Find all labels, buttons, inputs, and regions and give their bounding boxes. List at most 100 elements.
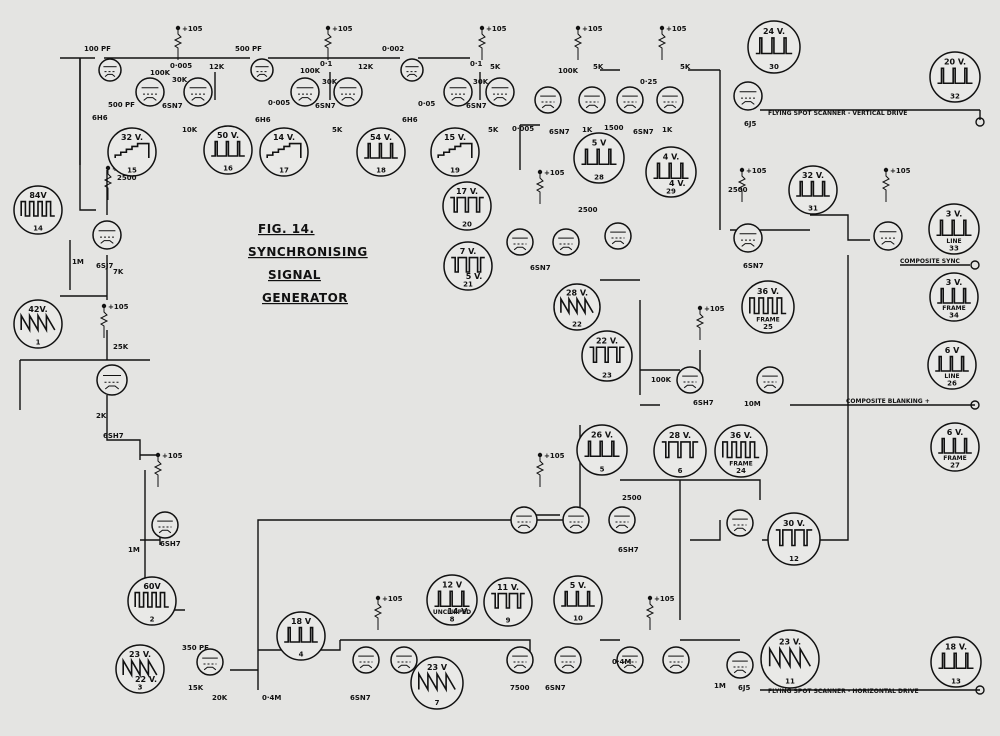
supply-label: +105 bbox=[108, 303, 129, 311]
supply-label: +105 bbox=[544, 452, 565, 460]
scope-voltage: 11 V. bbox=[497, 583, 519, 592]
svg-text:2K: 2K bbox=[96, 412, 107, 420]
scope-number: 8 bbox=[450, 615, 455, 623]
supply-label: +105 bbox=[382, 595, 403, 603]
waveform-trace bbox=[935, 355, 969, 372]
supply-label: +105 bbox=[486, 25, 507, 33]
svg-text:1K: 1K bbox=[582, 126, 593, 134]
svg-text:FLYING SPOT SCANNER - VERTICAL: FLYING SPOT SCANNER - VERTICAL DRIVE bbox=[768, 110, 907, 117]
svg-text:6SN7: 6SN7 bbox=[545, 684, 566, 692]
svg-text:6SH7: 6SH7 bbox=[160, 540, 181, 548]
scope-voltage: 5 V. bbox=[570, 581, 587, 590]
svg-text:6SN7: 6SN7 bbox=[466, 102, 487, 110]
vacuum-tube bbox=[656, 86, 684, 114]
waveform-trace bbox=[434, 590, 470, 608]
scope-number: 13 bbox=[951, 677, 961, 685]
scope-voltage: 54 V. bbox=[370, 133, 392, 142]
scope-number: 4 bbox=[299, 650, 304, 658]
scope-number: 5 bbox=[600, 465, 605, 473]
scope-number: 11 bbox=[785, 678, 795, 686]
vacuum-tube bbox=[506, 646, 534, 674]
waveform-trace bbox=[114, 142, 150, 158]
scope-number: 6 bbox=[678, 467, 683, 475]
svg-text:1M: 1M bbox=[128, 546, 140, 554]
svg-text:0·4M: 0·4M bbox=[262, 694, 281, 702]
vacuum-tube bbox=[352, 646, 380, 674]
svg-text:5K: 5K bbox=[593, 63, 604, 71]
waveform-trace bbox=[938, 437, 972, 454]
svg-text:10K: 10K bbox=[182, 126, 198, 134]
supply-resistor: +105 bbox=[657, 25, 687, 60]
scope-voltage: 28 V. bbox=[669, 431, 691, 440]
scope-voltage: 42V. bbox=[28, 305, 47, 314]
svg-text:30K: 30K bbox=[322, 78, 338, 86]
svg-text:5K: 5K bbox=[488, 126, 499, 134]
vacuum-tube bbox=[183, 77, 213, 107]
waveform-trace bbox=[418, 670, 456, 693]
scope-number: 16 bbox=[223, 164, 233, 172]
scope-voltage: 20 V. bbox=[944, 58, 966, 67]
scope-display: 15 V. 19 bbox=[430, 127, 480, 177]
vacuum-tube bbox=[608, 506, 636, 534]
supply-label: +105 bbox=[182, 25, 203, 33]
svg-text:12K: 12K bbox=[209, 63, 225, 71]
vacuum-tube bbox=[135, 77, 165, 107]
waveform-trace bbox=[936, 219, 972, 237]
scope-display: 23 V. 11 bbox=[760, 629, 820, 689]
svg-text:6H6: 6H6 bbox=[255, 116, 271, 124]
waveform-trace bbox=[122, 657, 158, 678]
scope-sublabel: UNCLIPPED bbox=[433, 609, 471, 616]
waveform-trace bbox=[937, 287, 971, 304]
waveform-trace bbox=[364, 142, 398, 159]
scope-display: 18 V4 bbox=[276, 611, 326, 661]
scope-display: 42V.1 bbox=[13, 299, 63, 349]
vacuum-tube bbox=[96, 364, 128, 396]
waveform-trace bbox=[938, 652, 974, 670]
scope-voltage: 23 V bbox=[427, 663, 448, 672]
scope-number: 7 bbox=[435, 699, 440, 707]
scope-number: 12 bbox=[789, 555, 799, 563]
svg-text:2500: 2500 bbox=[117, 174, 137, 182]
scope-voltage: 15 V. bbox=[444, 133, 466, 142]
svg-text:100K: 100K bbox=[300, 67, 321, 75]
scope-number: 34 bbox=[949, 311, 959, 319]
svg-text:0·1: 0·1 bbox=[320, 60, 333, 68]
scope-display: 22 V.23 bbox=[581, 330, 633, 382]
scope-voltage: 23 V. bbox=[779, 638, 801, 647]
waveform-trace bbox=[589, 346, 625, 364]
scope-number: 33 bbox=[949, 244, 959, 252]
scope-display: 54 V. 18 bbox=[356, 127, 406, 177]
scope-voltage: 26 V. bbox=[591, 431, 613, 440]
svg-text:0·005: 0·005 bbox=[170, 62, 192, 70]
svg-text:5K: 5K bbox=[332, 126, 343, 134]
scope-number: 18 bbox=[376, 166, 386, 174]
vacuum-tube bbox=[562, 506, 590, 534]
scope-voltage: 18 V. bbox=[945, 643, 967, 652]
svg-text:6J5: 6J5 bbox=[738, 684, 750, 692]
svg-text:5K: 5K bbox=[490, 63, 501, 71]
supply-label: +105 bbox=[332, 25, 353, 33]
svg-text:0·05: 0·05 bbox=[418, 100, 435, 108]
scope-voltage: 32 V. bbox=[802, 171, 824, 180]
scope-number: 22 bbox=[572, 321, 582, 329]
supply-label: +105 bbox=[704, 305, 725, 313]
scope-display: 11 V.9 bbox=[483, 577, 533, 627]
supply-label: +105 bbox=[582, 25, 603, 33]
waveform-trace bbox=[561, 590, 595, 607]
svg-text:6SH7: 6SH7 bbox=[103, 432, 124, 440]
scope-number: 19 bbox=[450, 166, 460, 174]
vacuum-tube bbox=[756, 366, 784, 394]
waveform-trace bbox=[437, 142, 473, 158]
vacuum-tube bbox=[554, 646, 582, 674]
waveform-trace bbox=[722, 441, 760, 459]
vacuum-tube bbox=[510, 506, 538, 534]
scope-voltage: 32 V. bbox=[121, 133, 143, 142]
scope-voltage: 12 V bbox=[442, 581, 463, 590]
svg-text:GENERATOR: GENERATOR bbox=[262, 291, 348, 305]
supply-label: +105 bbox=[162, 452, 183, 460]
svg-text:0·4M: 0·4M bbox=[612, 658, 631, 666]
waveform-trace bbox=[560, 295, 594, 316]
scope-voltage: 28 V. bbox=[566, 289, 588, 298]
svg-text:2500: 2500 bbox=[622, 494, 642, 502]
